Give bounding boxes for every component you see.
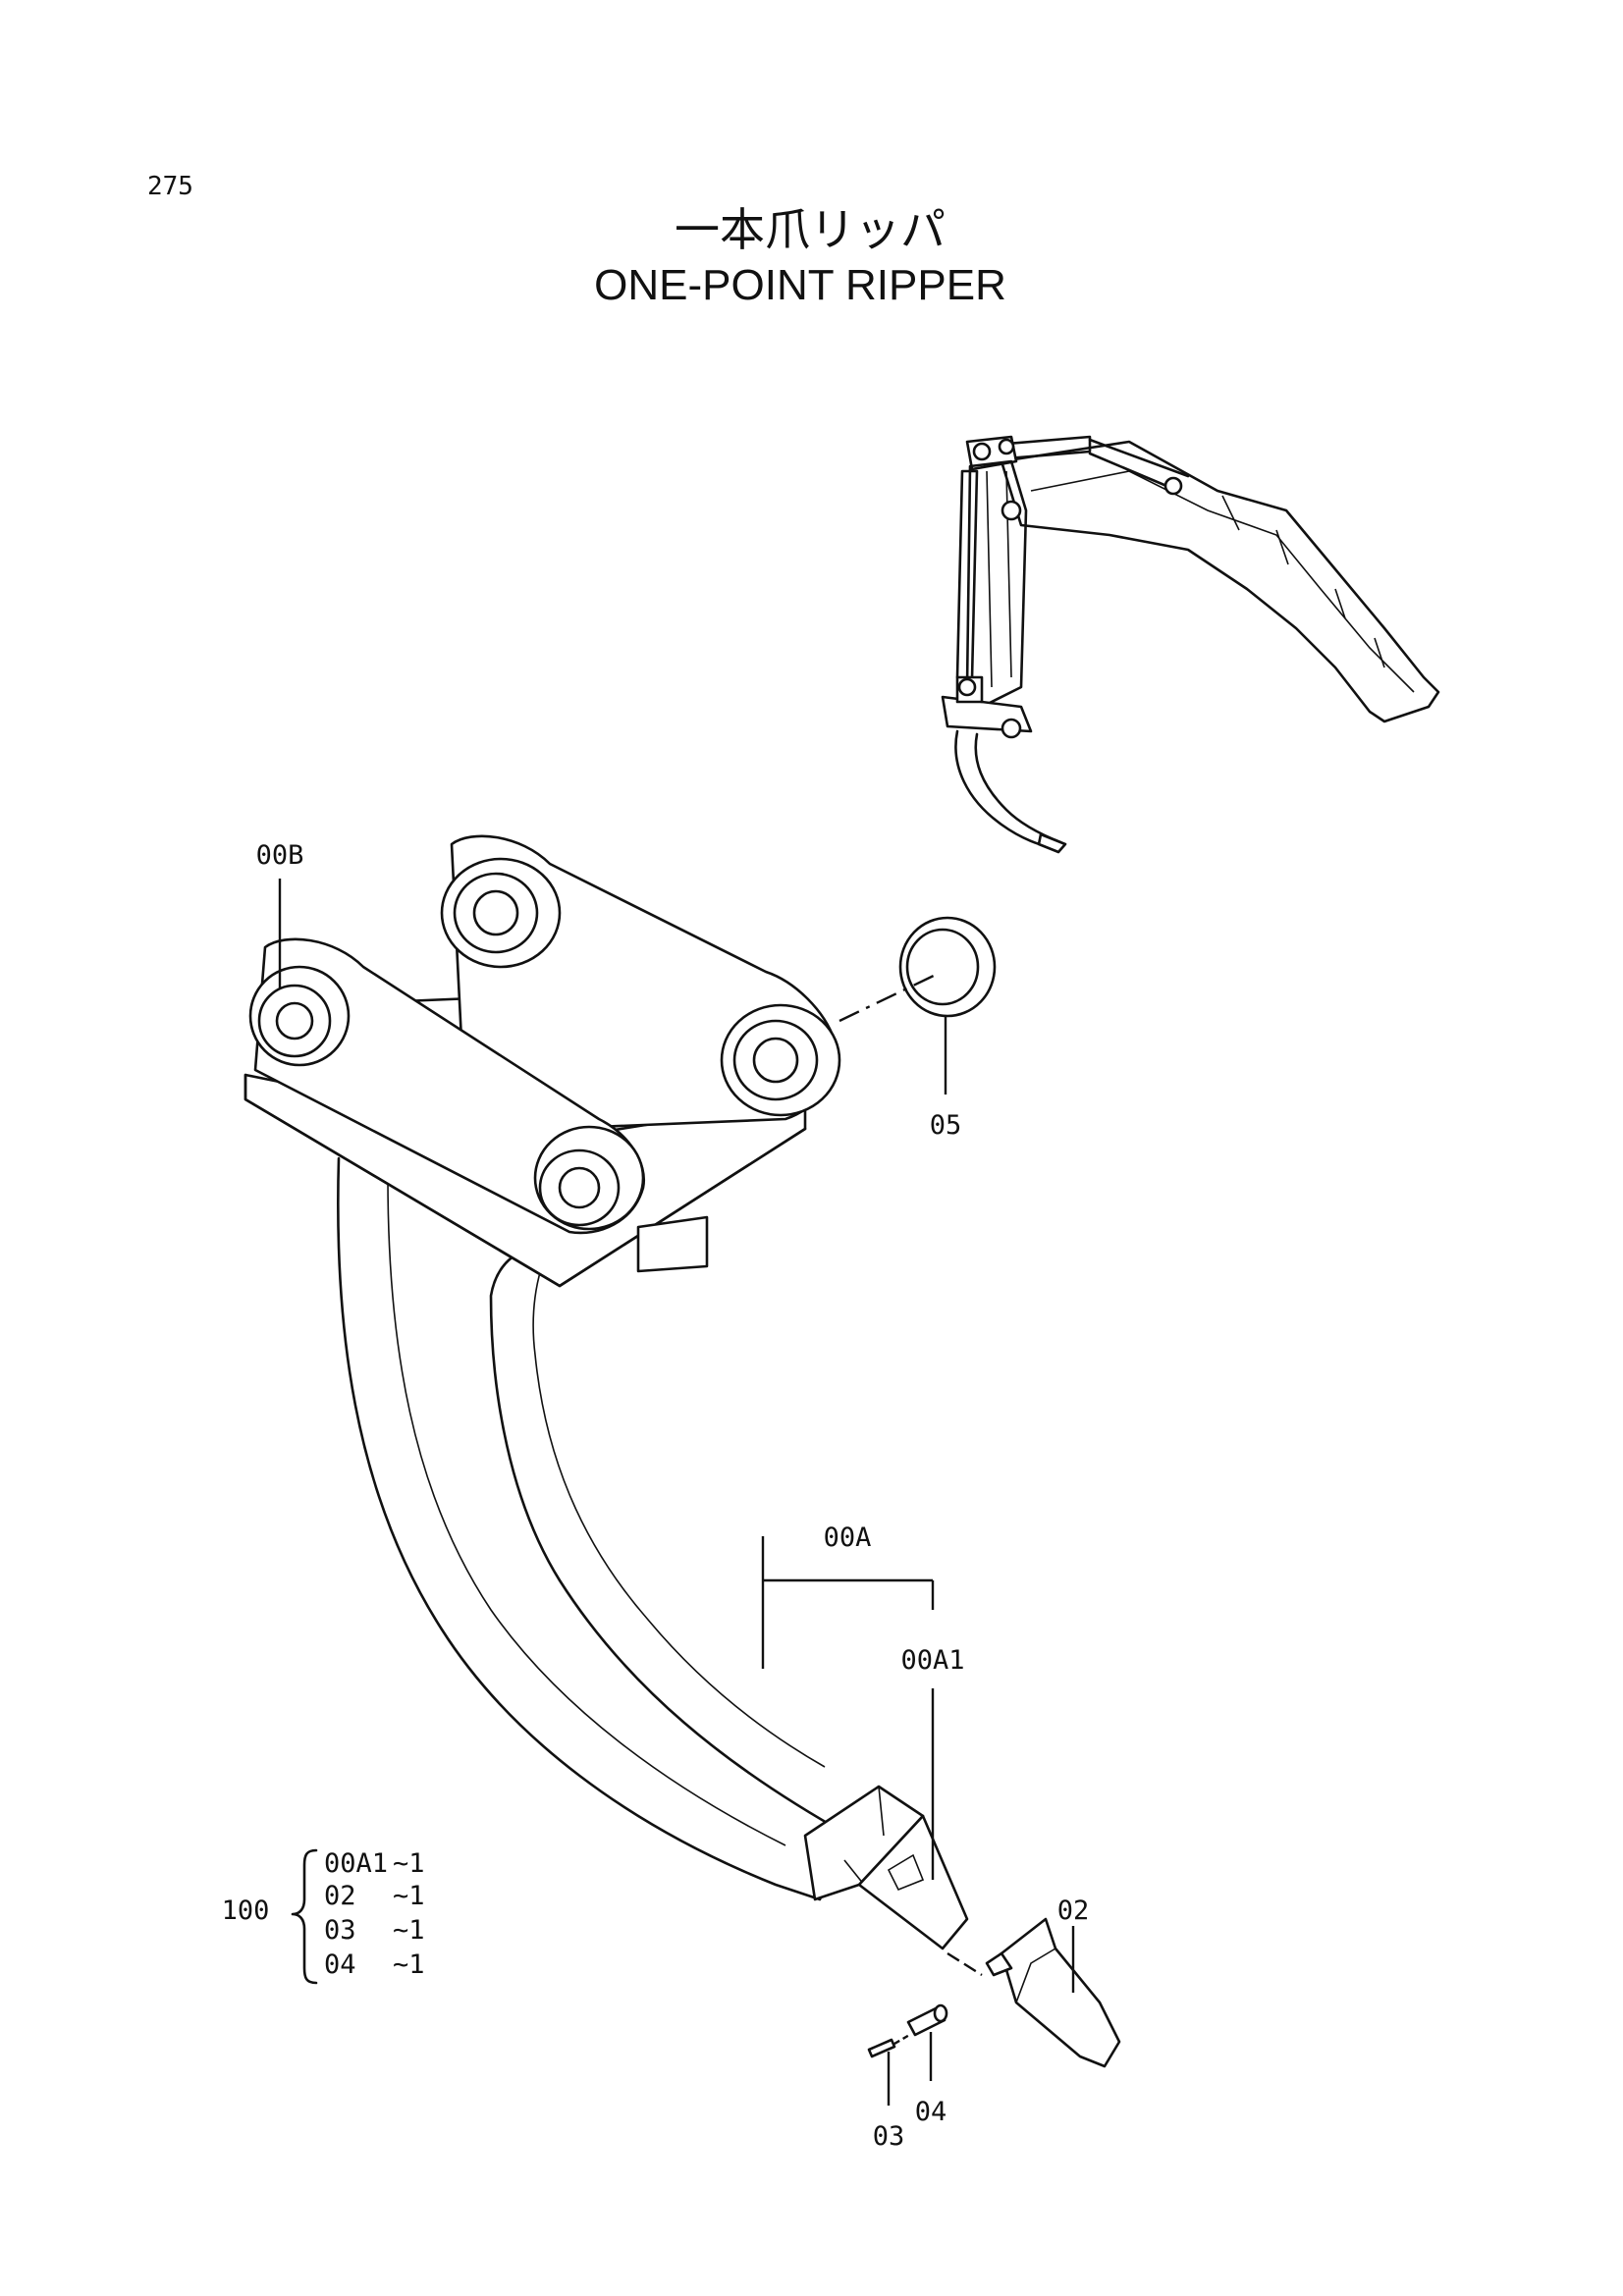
- ripper-tooth-icon: [985, 1917, 1121, 2068]
- kit-brace: [291, 1848, 318, 1985]
- callout-00A: 00A: [824, 1522, 872, 1553]
- kit-row-qty: ~1: [393, 1915, 425, 1946]
- kit-row: 03 ~1: [324, 1915, 425, 1946]
- kit-row-qty: ~1: [393, 1881, 425, 1911]
- one-point-ripper-exploded-view-icon: [243, 834, 969, 1950]
- page-number: 275: [147, 172, 193, 201]
- callout-05: 05: [930, 1110, 962, 1141]
- kit-row: 00A1 ~1: [324, 1848, 425, 1879]
- pin-icon: [867, 2038, 896, 2058]
- kit-row-part: 03: [324, 1915, 356, 1946]
- kit-group: 100 00A1 ~1 02 ~1 03 ~1 04 ~1: [222, 1848, 425, 1985]
- callout-03: 03: [873, 2121, 905, 2152]
- tooth-alignment-line: [947, 1951, 983, 1977]
- callout-02: 02: [1057, 1896, 1090, 1926]
- callout-04: 04: [915, 2097, 947, 2127]
- kit-row-qty: ~1: [393, 1949, 425, 1980]
- callout-00A1: 00A1: [900, 1645, 964, 1676]
- kit-row-part: 02: [324, 1881, 356, 1911]
- seal-alignment-line: [839, 972, 939, 1023]
- pin-alignment-line: [893, 2032, 912, 2046]
- callout-bracket-00A: [761, 1536, 935, 1669]
- callout-00B: 00B: [256, 840, 304, 871]
- kit-row-part: 04: [324, 1949, 356, 1980]
- kit-row: 02 ~1: [324, 1881, 425, 1911]
- kit-row-part: 00A1: [324, 1848, 388, 1879]
- seal-ring-icon: [898, 916, 997, 1018]
- title-english: ONE-POINT RIPPER: [594, 261, 1006, 309]
- kit-label: 100: [222, 1896, 270, 1926]
- excavator-arm-with-ripper-icon: [941, 435, 1440, 854]
- lock-icon: [906, 2003, 948, 2037]
- kit-row-qty: ~1: [393, 1848, 425, 1879]
- kit-row: 04 ~1: [324, 1949, 425, 1980]
- title-japanese: 一本爪リッパ: [675, 204, 946, 255]
